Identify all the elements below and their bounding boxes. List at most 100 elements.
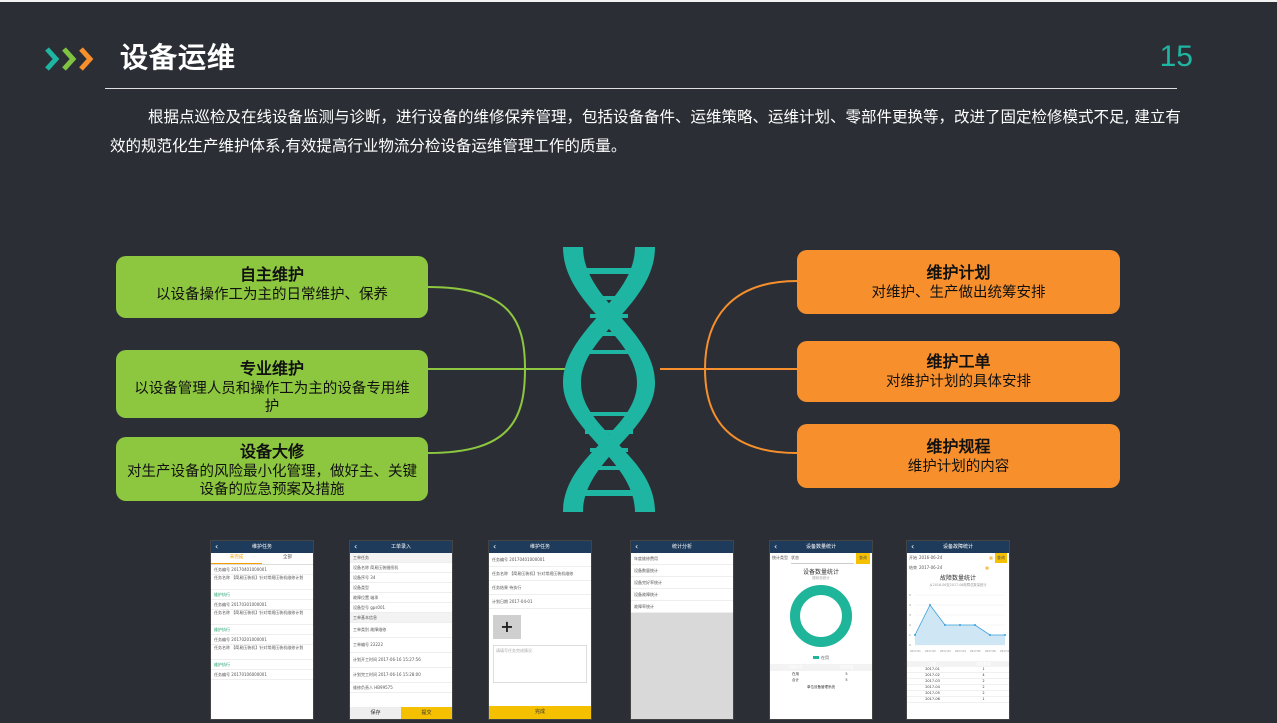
screen5-title: 设备数量统计 [805, 544, 836, 550]
donut-chart [790, 585, 852, 647]
list-item[interactable]: 任务名称 【简易压装机】针对常规压装机维修计划 [211, 645, 313, 660]
screen2-actions: 保存 提交 [350, 707, 452, 719]
calendar-icon[interactable]: ▦ [985, 565, 989, 570]
menu-item[interactable]: 设备完好率统计 [631, 577, 733, 589]
detail-row: 任务编号 20170401000001 [489, 553, 591, 567]
screen-workorder-entry: ‹工单录入 工单任务 设备名称 简易压装缝纫机 设备序号 34 设备类型 故障位… [349, 540, 453, 720]
end-date-field[interactable]: 2017-06-24 [919, 565, 943, 570]
screen5-titlebar: ‹ 设备数量统计 [770, 541, 872, 553]
overhaul-desc: 对生产设备的风险最小化管理，做好主、关键设备的应急预案及措施 [127, 464, 417, 498]
list-item[interactable]: 任务名称 【简易压装机】针对常规压装机维修计划 [211, 575, 313, 590]
screen2-title: 工单录入 [390, 544, 411, 550]
self-maintenance-title: 自主维护 [239, 265, 304, 284]
chart-subtitle: 按状态统计 [812, 576, 830, 580]
procedure-box: 维护规程 维护计划的内容 [797, 424, 1120, 488]
y-tick-label: 5 [909, 593, 911, 597]
list-item[interactable]: 维护执行 [211, 660, 313, 670]
table-cell: 4 [982, 673, 985, 677]
plan-desc: 对维护、生产做出统筹安排 [871, 285, 1046, 301]
screen-device-count: ‹设备数量统计 统计类型 状态 查询 设备数量统计 按状态统计 在用 设备状态 … [769, 540, 873, 720]
complete-button[interactable]: 完成 [489, 706, 591, 719]
form-row: 设备型号 gps001 [350, 603, 452, 613]
screen-statistics-menu: ‹ 统计分析 年度维修费用 设备数量统计 设备完好率统计 设备故障统计 故障率统计 [630, 540, 734, 720]
note-field[interactable]: 请填写任务完成情况 [493, 645, 587, 683]
back-icon[interactable]: ‹ [635, 542, 639, 551]
table-row: 合计 5 [770, 677, 872, 683]
x-tick-label: 2017-01 [910, 649, 921, 653]
x-tick-label: 2017-07 [1000, 649, 1009, 653]
y-tick-label: 0 [909, 643, 911, 647]
add-photo-button[interactable]: + [493, 615, 521, 639]
list-item[interactable]: 任务编号 20170301000001 [211, 600, 313, 610]
form-row: 工单基本信息 [350, 613, 452, 623]
form-row[interactable]: 计划开工时间 2017-06-16 15:27:56 [350, 653, 452, 668]
table-cell: 5 [845, 678, 848, 682]
submit-button[interactable]: 提交 [401, 707, 452, 719]
table-cell: 2017-06 [925, 697, 940, 701]
form-row[interactable]: 工单类别 故障维修 [350, 623, 452, 638]
table-cell: 2017-04 [925, 685, 940, 689]
list-item[interactable]: 任务编号 20170201000001 [211, 635, 313, 645]
table-cell: 2017-05 [925, 691, 940, 695]
form-row[interactable]: 维修负责人 HB99575 [350, 683, 452, 693]
form-row[interactable]: 计划完工时间 2017-06-16 15:28:00 [350, 668, 452, 683]
screen1-tabs: 未完成 全部 [211, 553, 313, 565]
screen4-title: 统计分析 [671, 544, 692, 550]
query-button[interactable]: 查询 [856, 553, 870, 564]
legend-label: 在用 [821, 655, 829, 660]
detail-row: 计划日期 2017-04-01 [489, 595, 591, 609]
list-item[interactable]: 任务编号 20170401000001 [211, 565, 313, 575]
calendar-icon[interactable]: ▦ [989, 555, 993, 560]
menu-item[interactable]: 故障率统计 [631, 601, 733, 613]
table-cell: 2017-01 [925, 667, 940, 671]
list-item[interactable]: 任务名称 【简易压装机】针对常规压装机维修计划 [211, 610, 313, 625]
screen1-title: 维护任务 [251, 544, 272, 550]
screen3-title: 维护任务 [529, 544, 550, 550]
screen2-titlebar: ‹ 工单录入 [350, 541, 452, 553]
form-row[interactable]: 工单编号 22222 [350, 638, 452, 653]
x-tick-label: 2017-04 [955, 649, 966, 653]
menu-item[interactable]: 设备数量统计 [631, 565, 733, 577]
screen3-titlebar: ‹ 维护任务 [489, 541, 591, 553]
pro-maintenance-box: 专业维护 以设备管理人员和操作工为主的设备专用维护 [116, 350, 428, 418]
list-item[interactable]: 维护执行 [211, 625, 313, 635]
table-cell: 2 [982, 685, 985, 689]
menu-item[interactable]: 年度维修费用 [631, 553, 733, 565]
back-icon[interactable]: ‹ [215, 542, 219, 551]
back-icon[interactable]: ‹ [354, 542, 358, 551]
list-item[interactable]: 维护执行 [211, 590, 313, 600]
table-cell: 5 [845, 672, 848, 676]
save-button[interactable]: 保存 [350, 707, 401, 719]
back-icon[interactable]: ‹ [911, 542, 915, 551]
table-cell: 在用 [792, 672, 799, 676]
x-tick-label: 2017-06 [985, 649, 996, 653]
menu-item[interactable]: 设备故障统计 [631, 589, 733, 601]
table-row: 2017-04 2 [907, 685, 1009, 691]
col-date: 日期 [929, 662, 936, 666]
table-header: 设备状态 设备数量 [770, 664, 872, 671]
back-icon[interactable]: ‹ [774, 542, 778, 551]
overhaul-box: 设备大修 对生产设备的风险最小化管理，做好主、关键设备的应急预案及措施 [116, 437, 428, 501]
data-point [1004, 634, 1006, 636]
back-icon[interactable]: ‹ [493, 542, 497, 551]
end-row: 结束 2017-06-24 ▦ [907, 563, 1009, 573]
filter-select[interactable]: 状态 [791, 553, 854, 564]
dna-helix-icon [563, 247, 655, 512]
tab-all[interactable]: 全部 [283, 555, 292, 560]
detail-row: 任务结果 待执行 [489, 581, 591, 595]
table-cell: 合计 [792, 678, 799, 682]
start-date-field[interactable]: 2016-06-24 [919, 555, 943, 560]
title-divider [105, 88, 1177, 89]
query-button[interactable]: 查询 [995, 553, 1007, 563]
start-label: 开始 [909, 555, 917, 560]
workorder-box: 维护工单 对维护计划的具体安排 [797, 341, 1120, 402]
tab-unfinished[interactable]: 未完成 [211, 553, 262, 564]
screen-task-detail: ‹维护任务 任务编号 20170401000001 任务名称 【简易压装机】针对… [488, 540, 592, 720]
list-item[interactable]: 任务编号 20170106000001 [211, 670, 313, 680]
self-maintenance-box: 自主维护 以设备操作工为主的日常维护、保养 [116, 256, 428, 318]
data-point [944, 624, 946, 626]
